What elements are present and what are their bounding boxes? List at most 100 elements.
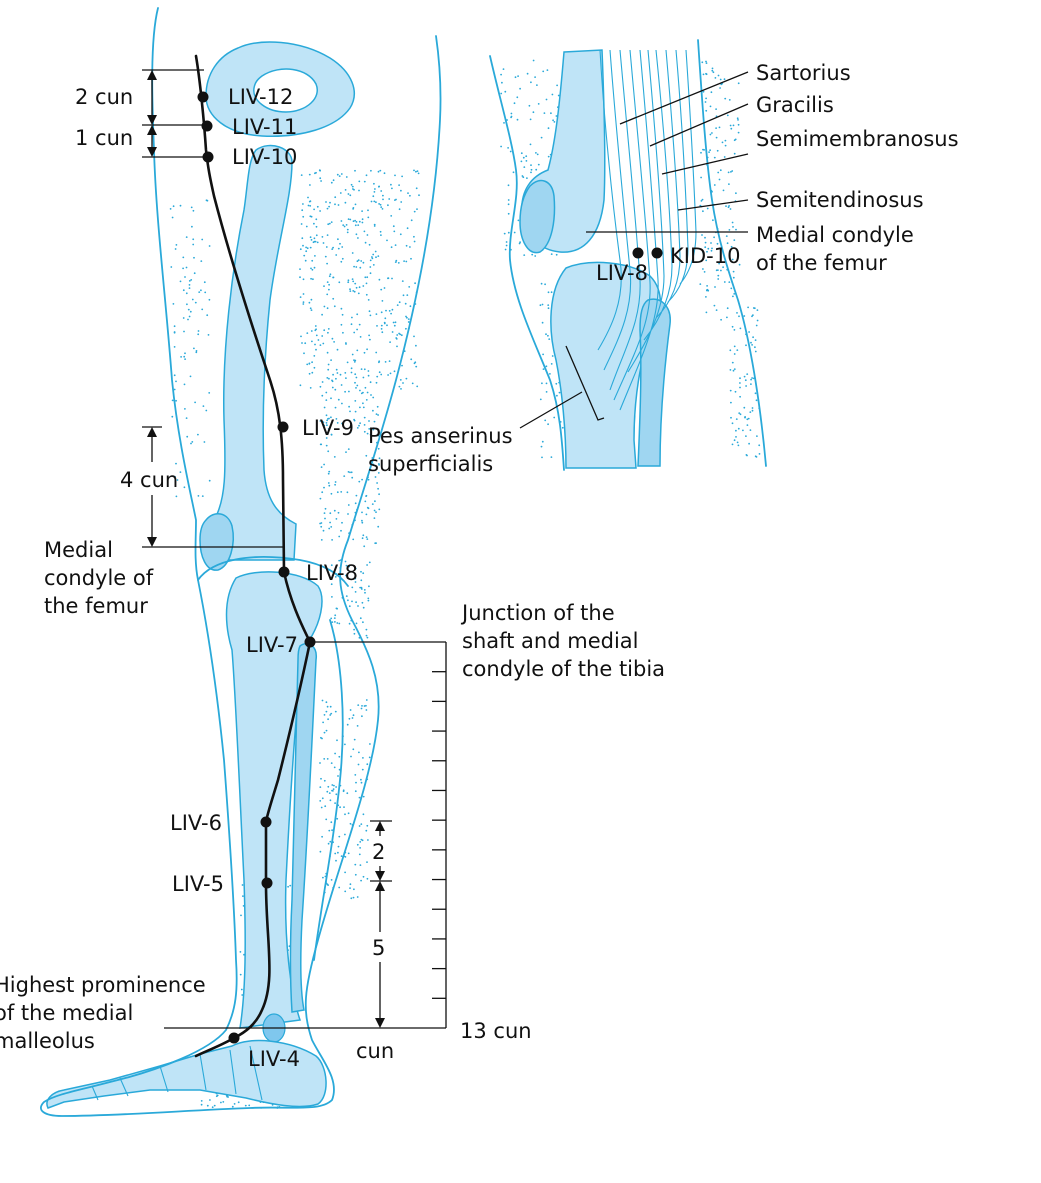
stipple-dot — [321, 313, 323, 316]
stipple-dot — [349, 288, 351, 291]
stipple-dot — [348, 717, 351, 720]
stipple-dot — [333, 766, 336, 769]
label-liv11: LIV-11 — [232, 115, 297, 139]
stipple-dot — [732, 124, 735, 127]
stipple-dot — [376, 482, 378, 484]
stipple-dot — [299, 276, 301, 279]
stipple-dot — [337, 511, 340, 514]
stipple-dot — [728, 250, 731, 253]
stipple-dot — [173, 374, 176, 377]
stipple-dot — [337, 204, 340, 206]
stipple-dot — [359, 841, 362, 843]
stipple-dot — [321, 835, 323, 838]
stipple-dot — [362, 406, 365, 409]
stipple-dot — [504, 248, 507, 251]
foot-bones — [46, 1039, 327, 1109]
stipple-dot — [501, 81, 503, 84]
stipple-dot — [349, 709, 352, 711]
stipple-dot — [306, 247, 309, 250]
stipple-dot — [356, 328, 358, 331]
stipple-dot — [541, 321, 544, 324]
stipple-dot — [405, 244, 408, 247]
stipple-dot — [536, 84, 538, 86]
stipple-dot — [325, 444, 328, 447]
stipple-dot — [362, 572, 365, 575]
stipple-dot — [319, 169, 321, 172]
stipple-dot — [308, 200, 311, 203]
stipple-dot — [357, 292, 360, 295]
stipple-dot — [368, 243, 371, 246]
stipple-dot — [363, 180, 366, 183]
stipple-dot — [338, 535, 341, 538]
stipple-dot — [172, 205, 175, 208]
inset-label-kid10: KID-10 — [670, 244, 740, 268]
stipple-dot — [380, 324, 383, 327]
stipple-dot — [368, 585, 370, 588]
stipple-dot — [340, 491, 343, 493]
cun-scale-ticks — [432, 671, 446, 999]
stipple-dot — [301, 209, 304, 212]
stipple-dot — [359, 864, 362, 866]
stipple-dot — [530, 164, 532, 167]
stipple-dot — [338, 755, 341, 758]
stipple-dot — [399, 333, 402, 336]
inset-point-liv8 — [632, 247, 644, 259]
stipple-dot — [338, 175, 341, 178]
stipple-dot — [378, 457, 381, 460]
stipple-dot — [360, 781, 363, 784]
stipple-dot — [410, 358, 413, 361]
stipple-dot — [756, 319, 759, 322]
stipple-dot — [738, 315, 740, 318]
stipple-dot — [311, 259, 314, 262]
stipple-dot — [362, 261, 365, 264]
stipple-dot — [356, 725, 359, 727]
stipple-dot — [331, 337, 334, 340]
stipple-dot — [321, 699, 324, 702]
stipple-dot — [409, 305, 412, 308]
stipple-dot — [733, 439, 736, 442]
stipple-dot — [413, 169, 415, 172]
stipple-dot — [372, 427, 375, 430]
stipple-dot — [355, 376, 358, 379]
label-4-cun: 4 cun — [120, 468, 178, 492]
stipple-dot — [354, 381, 356, 384]
stipple-dot — [315, 334, 318, 337]
stipple-dot — [505, 241, 508, 243]
stipple-dot — [539, 304, 542, 307]
stipple-dot — [360, 579, 363, 582]
stipple-dot — [547, 307, 550, 310]
stipple-dot — [359, 406, 361, 409]
stipple-dot — [331, 789, 333, 792]
stipple-dot — [363, 705, 366, 707]
stipple-dot — [206, 314, 209, 317]
stipple-dot — [327, 223, 330, 226]
stipple-dot — [307, 196, 309, 199]
stipple-dot — [407, 318, 410, 320]
stipple-dot — [375, 511, 377, 513]
stipple-dot — [342, 224, 345, 227]
stipple-dot — [333, 509, 336, 512]
stipple-dot — [335, 518, 338, 520]
stipple-dot — [356, 384, 359, 387]
stipple-dot — [350, 371, 353, 374]
point-liv10 — [202, 151, 214, 163]
stipple-dot — [742, 429, 744, 432]
stipple-dot — [715, 136, 718, 139]
stipple-dot — [526, 72, 529, 75]
stipple-dot — [365, 704, 367, 707]
stipple-dot — [328, 288, 330, 291]
stipple-dot — [534, 76, 536, 78]
stipple-dot — [320, 443, 323, 446]
stipple-dot — [382, 198, 384, 201]
stipple-dot — [332, 788, 335, 790]
stipple-dot — [732, 226, 734, 228]
stipple-dot — [401, 364, 403, 367]
stipple-dot — [351, 600, 353, 603]
stipple-dot — [705, 60, 707, 63]
stipple-dot — [354, 373, 357, 376]
stipple-dot — [376, 405, 379, 408]
stipple-dot — [335, 607, 338, 610]
label-liv8: LIV-8 — [306, 561, 358, 585]
stipple-dot — [400, 189, 402, 192]
stipple-dot — [553, 121, 556, 123]
